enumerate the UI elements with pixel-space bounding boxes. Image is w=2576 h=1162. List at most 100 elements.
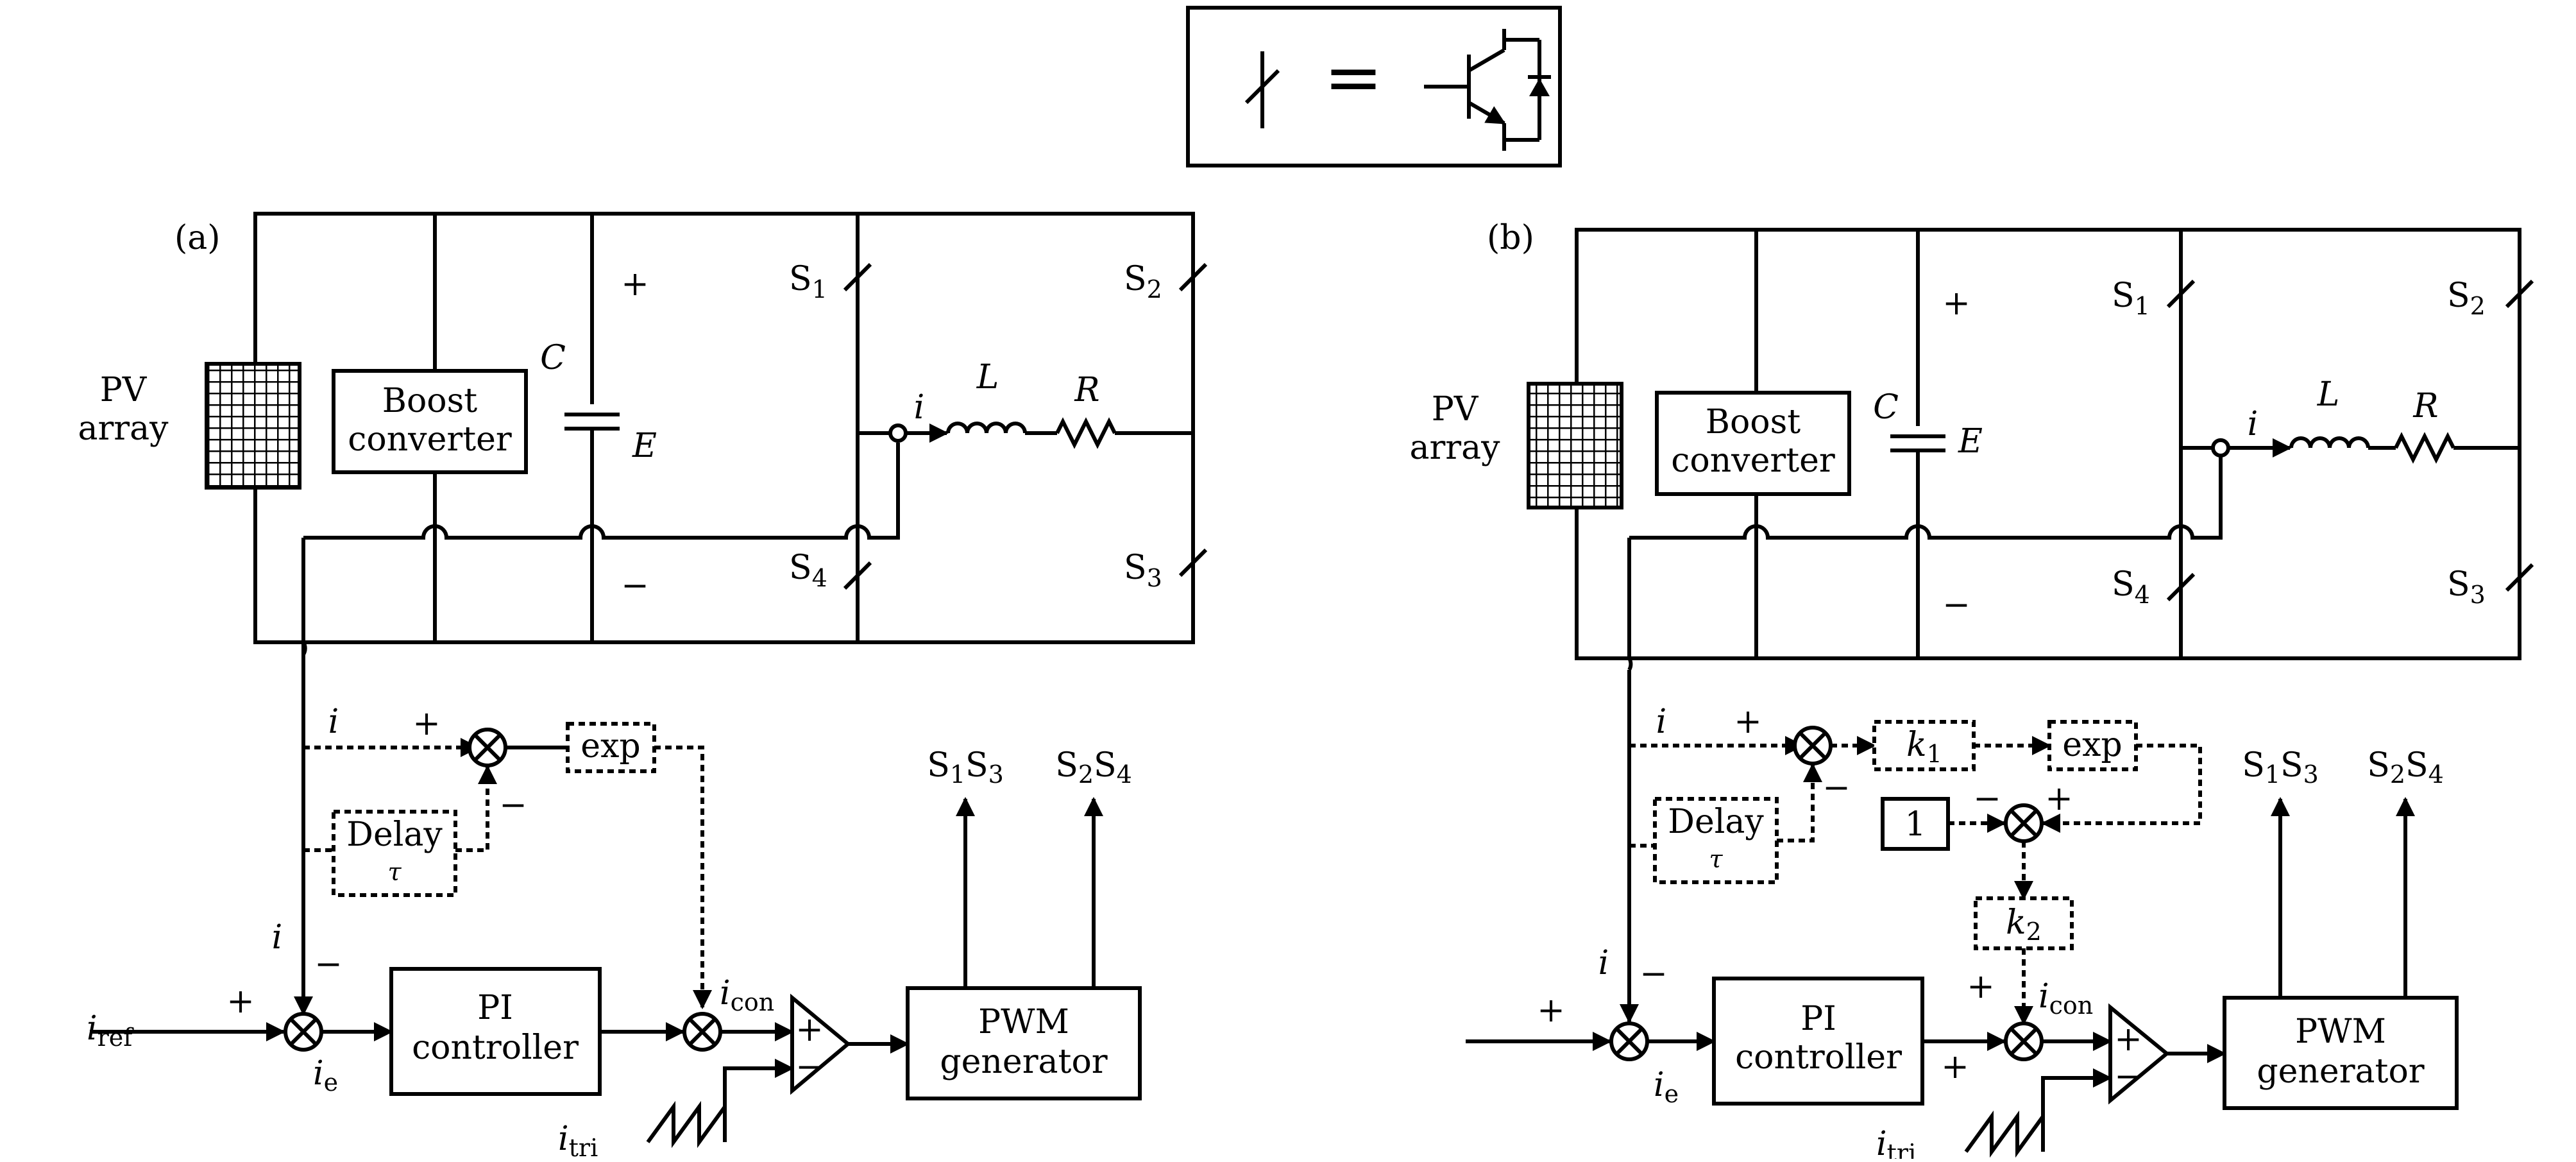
k2-box (1974, 896, 2074, 950)
switch-s4-a (843, 561, 872, 590)
inductor-icon (2289, 436, 2370, 449)
pv-array-icon (205, 362, 301, 490)
boost-label-a: Boost (382, 382, 478, 420)
constant-one-label: 1 (1904, 805, 1926, 844)
sum-plus-label-b: + (1537, 991, 1565, 1030)
switch-s1-a (843, 262, 872, 292)
triangle-wave-icon (1964, 1110, 2045, 1158)
s1-label-a: S1 (789, 260, 827, 303)
fb-plus-label-b: + (1734, 703, 1762, 741)
switch-s1-b (2166, 279, 2196, 309)
pwm-generator-box-b (2223, 996, 2459, 1110)
pwm-generator-box-a (906, 986, 1142, 1100)
control-a: Delay τ exp i + − i − + iref ie PI contr… (87, 641, 1142, 1162)
exp-box-a (566, 722, 656, 773)
exp-label-b: exp (2062, 726, 2122, 764)
ie-label-b: ie (1654, 1066, 1679, 1108)
i-down-label-b: i (1598, 944, 1609, 982)
sum-minus-label-b: − (1640, 955, 1668, 993)
minus-label-b: − (1942, 586, 1970, 624)
triangle-wave-icon (646, 1100, 727, 1149)
ind-label-a: L (976, 358, 999, 397)
delay-box-a (332, 810, 457, 897)
res-label-a: R (1074, 371, 1099, 409)
boost-label-b: Boost (1706, 403, 1801, 441)
tau-label-a: τ (387, 858, 402, 886)
boost-converter-box (1655, 391, 1851, 496)
boost-converter-box (332, 369, 528, 474)
pi-label-b: PI (1801, 1000, 1836, 1038)
pwm-label-b: PWM (2295, 1012, 2386, 1051)
legend-frame (1186, 6, 1562, 167)
res-label-b: R (2412, 387, 2438, 425)
inductor-icon (946, 422, 1027, 434)
m2-plus-label: + (2045, 780, 2073, 818)
s3-label-a: S3 (1124, 549, 1162, 592)
comparator-a (790, 993, 851, 1095)
volt-label-b: E (1958, 422, 1983, 461)
volt-label-a: E (632, 427, 657, 465)
panel-a: (a) PV array Boost converter C E + − (78, 212, 1208, 1162)
exp-box-b (2047, 720, 2138, 771)
comp-plus-label-a: + (795, 1011, 824, 1049)
power-circuit-a: PV array Boost converter C E + − (78, 212, 1208, 770)
legend-equals: = (1324, 36, 1383, 118)
switch-legend: = (1186, 6, 1562, 167)
cur-label-a: i (914, 388, 925, 427)
fb-minus-label-b: − (1822, 769, 1851, 807)
s4-label-a: S4 (789, 549, 827, 592)
s2-label-a: S2 (1124, 260, 1162, 303)
pi-label2-a: controller (412, 1029, 579, 1067)
ind-label-b: L (2317, 375, 2340, 414)
dc-bus-b (1629, 457, 2223, 540)
comp-minus-label-b: − (2114, 1057, 2142, 1096)
pi-label2-b: controller (1735, 1038, 1902, 1077)
legend-switch-slash (1244, 69, 1280, 105)
switch-s4-b (2166, 572, 2196, 602)
cap-label-a: C (540, 339, 566, 377)
out-s2s4-label-a: S2S4 (1055, 746, 1132, 789)
cap-label-b: C (1873, 388, 1899, 427)
ie-label-a: ie (313, 1054, 338, 1097)
s3-label-b: S3 (2447, 565, 2486, 609)
cur-label-b: i (2248, 405, 2258, 443)
constant-one-box (1881, 797, 1950, 851)
sum-minus-label-a: − (314, 945, 343, 984)
boost-label2-b: converter (1671, 441, 1835, 480)
itri-label-a: itri (558, 1120, 598, 1159)
boost-label2-a: converter (348, 420, 512, 459)
plus-label-b: + (1942, 284, 1970, 323)
pi-plus-label: + (1941, 1048, 1969, 1086)
fb-i-label-a: i (328, 703, 339, 741)
s2-label-b: S2 (2447, 277, 2486, 320)
pi-label-a: PI (477, 989, 513, 1027)
switch-s3-b (2505, 563, 2534, 592)
panel-b-tag: (b) (1487, 219, 1534, 257)
power-circuit-b: PV array Boost converter C E + − i L R (1409, 228, 2534, 660)
out-s2s4-label-b: S2S4 (2367, 746, 2444, 789)
igbt-icon (1424, 29, 1551, 151)
minus-label-a: − (621, 567, 649, 605)
iref-label-a: iref (87, 1009, 134, 1052)
resistor-icon (2394, 432, 2455, 464)
panel-b: (b) PV array Boost converter C E + − (1409, 219, 2534, 1162)
fb-plus-label-a: + (412, 705, 441, 743)
icon-label-a: icon (720, 974, 774, 1016)
comp-minus-label-a: − (795, 1048, 824, 1086)
pv-label-b: PV (1432, 390, 1479, 429)
m2-minus-label: − (1973, 780, 2001, 818)
sum-plus-label-a: + (226, 982, 255, 1021)
pwm-label-a: PWM (978, 1003, 1069, 1041)
s4-label-b: S4 (2112, 565, 2150, 609)
control-b: Delay τ k1 exp 1 − + k2 i + − (1466, 657, 2459, 1162)
pv-label-a: PV (100, 371, 148, 409)
k1-label: k1 (1906, 726, 1942, 768)
pi-controller-box-a (389, 967, 602, 1096)
k2-plus-label: + (1967, 968, 1995, 1006)
pv-array-icon (1527, 382, 1623, 509)
pwm-label2-b: generator (2257, 1052, 2424, 1091)
s1-label-b: S1 (2112, 277, 2150, 320)
dc-bus-a (303, 443, 900, 540)
